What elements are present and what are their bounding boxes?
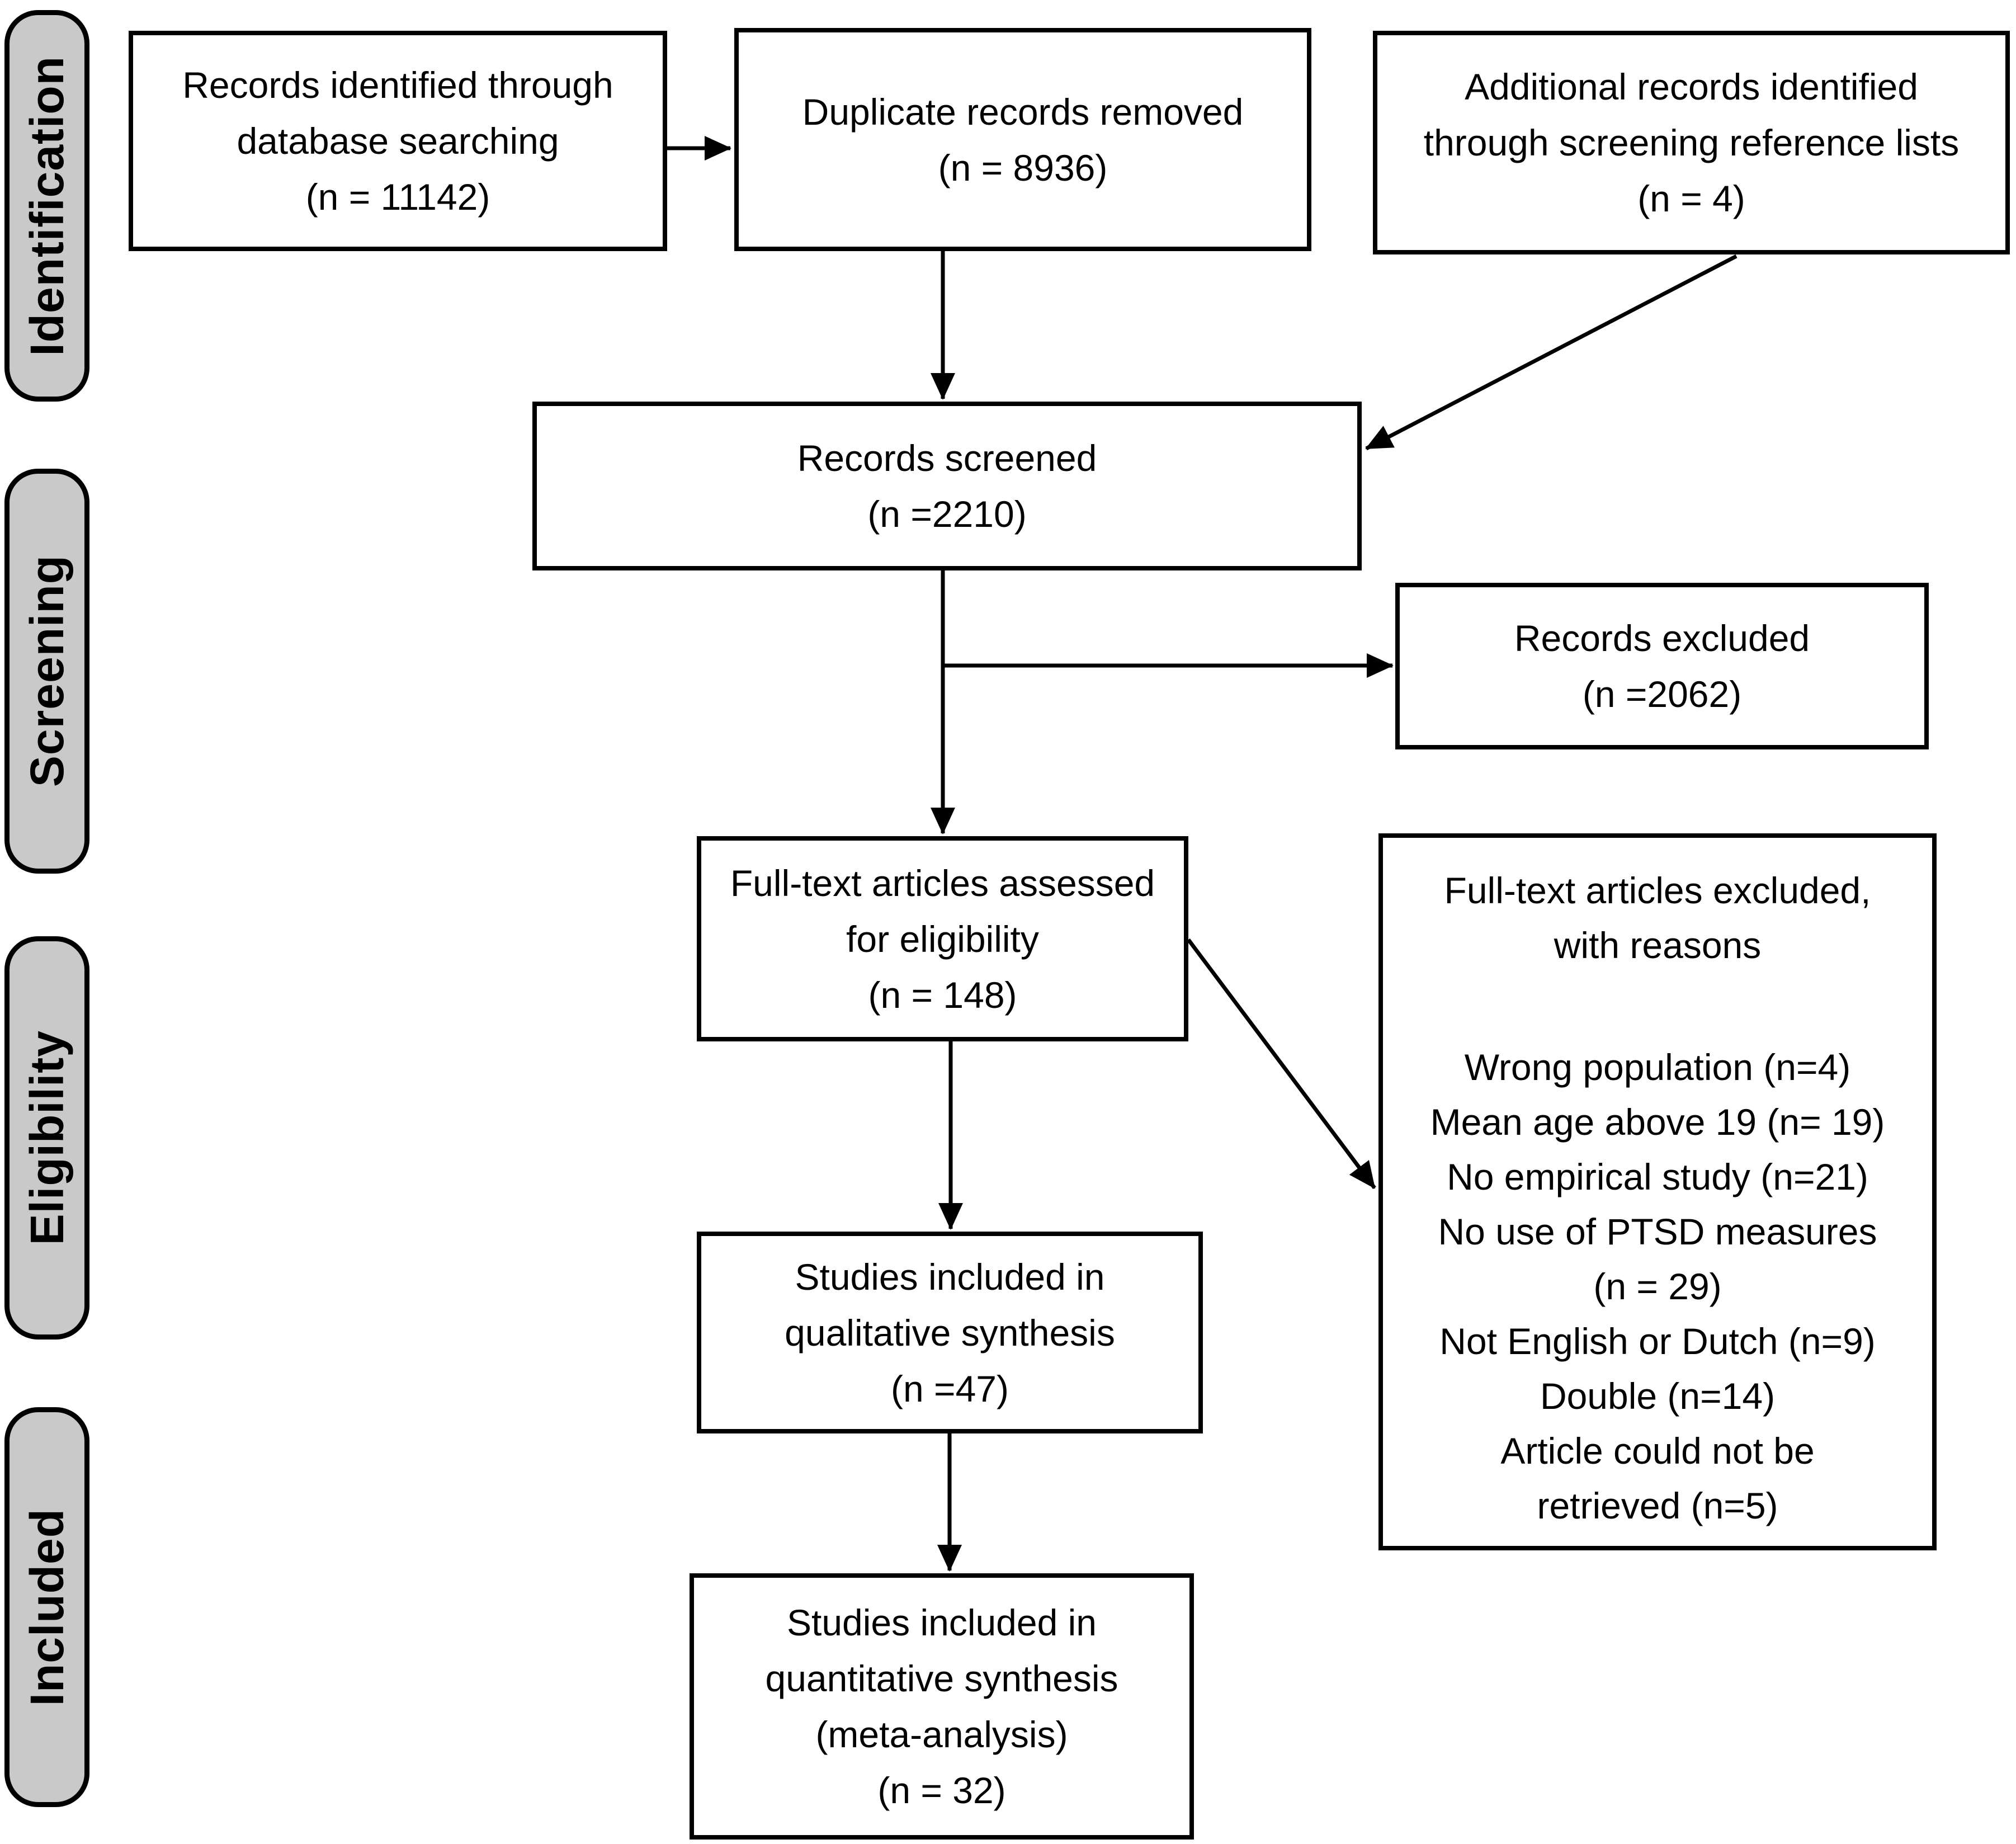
box-fulltext-assessed-line: Full-text articles assessed [730, 862, 1155, 904]
box-fulltext-assessed-count: (n = 148) [868, 974, 1017, 1016]
exclusion-reason: Wrong population (n=4) [1464, 1046, 1851, 1088]
stage-included: Included [4, 1407, 89, 1807]
box-quantitative-synthesis-count: (n = 32) [877, 1770, 1006, 1811]
box-records-identified-line: database searching [237, 120, 559, 162]
box-fulltext-excluded-header-line: with reasons [1554, 925, 1762, 966]
box-records-excluded: Records excluded (n =2062) [1395, 583, 1929, 749]
stage-identification: Identification [4, 10, 89, 402]
box-fulltext-excluded: Full-text articles excluded, with reason… [1378, 833, 1937, 1550]
box-records-screened: Records screened (n =2210) [532, 402, 1362, 570]
box-records-identified-count: (n = 11142) [305, 176, 490, 218]
box-additional-records-line: Additional records identified [1465, 66, 1918, 107]
stage-screening: Screening [4, 469, 89, 874]
exclusion-reason-count: (n = 29) [1593, 1266, 1722, 1307]
box-records-identified: Records identified through database sear… [129, 31, 667, 251]
box-quantitative-synthesis-line: quantitative synthesis [765, 1658, 1118, 1699]
box-qualitative-synthesis-count: (n =47) [891, 1367, 1009, 1409]
box-quantitative-synthesis-line: (meta-analysis) [815, 1714, 1068, 1755]
stage-identification-label: Identification [20, 55, 73, 356]
box-fulltext-assessed: Full-text articles assessed for eligibil… [697, 836, 1188, 1041]
box-quantitative-synthesis-line: Studies included in [786, 1602, 1097, 1643]
exclusion-reason: Double (n=14) [1540, 1375, 1776, 1417]
exclusion-reason: Article could not be [1500, 1430, 1815, 1472]
box-fulltext-excluded-header: Full-text articles excluded, with reason… [1444, 863, 1871, 973]
box-additional-records-line: through screening reference lists [1423, 122, 1960, 163]
box-additional-records-count: (n = 4) [1637, 178, 1745, 219]
exclusion-reason: Mean age above 19 (n= 19) [1430, 1101, 1885, 1143]
box-records-screened-count: (n =2210) [867, 493, 1027, 535]
box-duplicates-removed-line: Duplicate records removed [802, 91, 1244, 133]
exclusion-reason: retrieved (n=5) [1537, 1485, 1778, 1526]
box-additional-records: Additional records identified through sc… [1373, 31, 2010, 254]
box-quantitative-synthesis: Studies included in quantitative synthes… [690, 1573, 1194, 1840]
box-records-identified-line: Records identified through [182, 64, 613, 106]
box-duplicates-removed-count: (n = 8936) [938, 147, 1108, 188]
stage-eligibility: Eligibility [4, 936, 89, 1340]
exclusion-reason: No empirical study (n=21) [1447, 1156, 1868, 1197]
arrow-fulltext-to-reasons [1187, 938, 1376, 1190]
stage-screening-label: Screening [20, 555, 73, 787]
box-records-excluded-line: Records excluded [1514, 617, 1810, 659]
box-records-excluded-count: (n =2062) [1582, 673, 1742, 715]
box-fulltext-excluded-reasons: Wrong population (n=4) Mean age above 19… [1430, 1040, 1885, 1533]
box-records-screened-line: Records screened [797, 437, 1097, 479]
arrow-additional-to-screened [1365, 254, 1738, 451]
stage-included-label: Included [20, 1508, 73, 1706]
box-duplicates-removed: Duplicate records removed (n = 8936) [734, 28, 1311, 251]
exclusion-reason: Not English or Dutch (n=9) [1439, 1320, 1876, 1362]
box-qualitative-synthesis-line: Studies included in [795, 1256, 1105, 1298]
box-qualitative-synthesis: Studies included in qualitative synthesi… [697, 1232, 1203, 1433]
box-fulltext-excluded-header-line: Full-text articles excluded, [1444, 870, 1871, 911]
exclusion-reason: No use of PTSD measures [1438, 1211, 1877, 1252]
box-qualitative-synthesis-line: qualitative synthesis [785, 1312, 1115, 1353]
stage-eligibility-label: Eligibility [20, 1030, 73, 1246]
box-fulltext-assessed-line: for eligibility [846, 918, 1039, 960]
